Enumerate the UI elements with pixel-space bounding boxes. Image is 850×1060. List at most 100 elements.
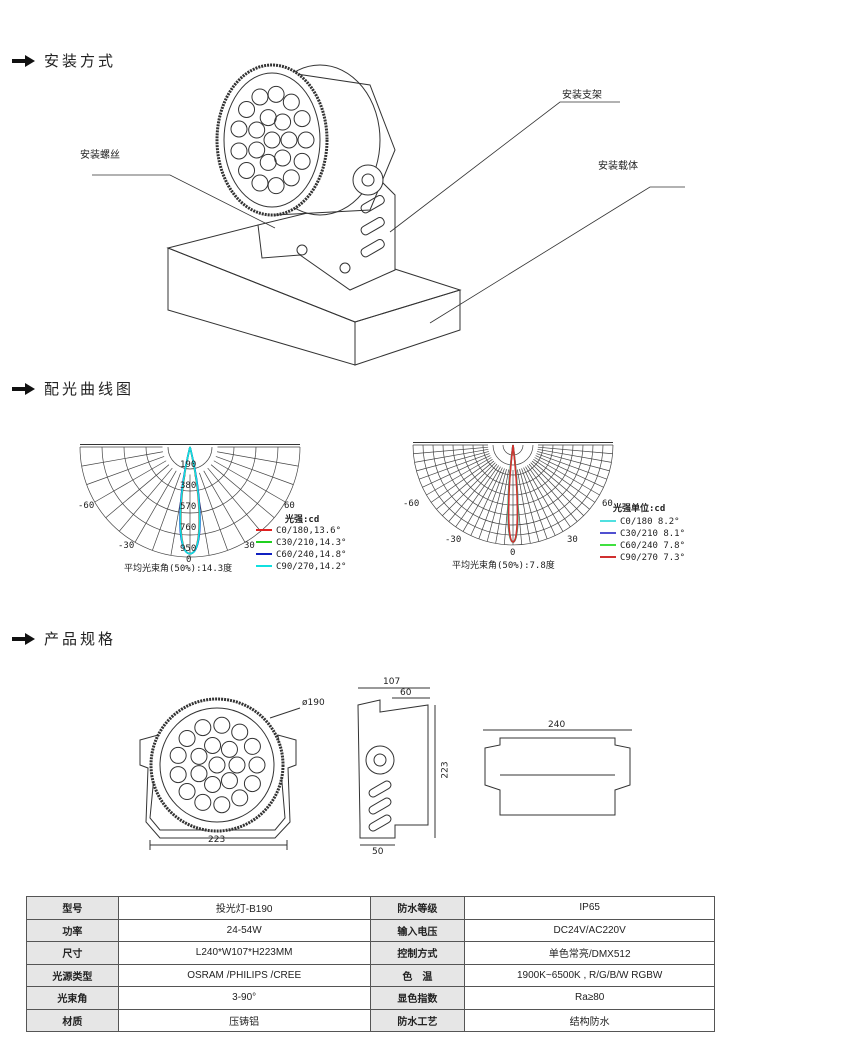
polar-spoke	[470, 467, 503, 536]
legend-label: C90/270 7.3°	[620, 553, 685, 563]
spec-value: Ra≥80	[464, 986, 715, 1010]
angle-label: 60	[284, 501, 295, 511]
polar-spoke	[536, 453, 608, 480]
spec-value: L240*W107*H223MM	[117, 941, 371, 965]
spec-value: 投光灯-B190	[117, 896, 371, 920]
polar-spoke	[105, 464, 170, 518]
beam-curve	[507, 444, 519, 543]
dim-back-width: 240	[548, 720, 566, 730]
arrow-right-icon	[12, 54, 36, 67]
average-beam: 平均光束角(50%):7.8度	[452, 559, 555, 571]
polar-ring	[167, 446, 213, 470]
polar-spoke	[119, 467, 173, 532]
spec-value: 1900K~6500K , R/G/B/W RGBW	[464, 963, 715, 987]
section-light-curve: 配光曲线图	[12, 378, 134, 399]
led-icon	[282, 169, 300, 187]
polar-spoke	[213, 460, 286, 503]
led-icon	[251, 88, 269, 106]
section-install: 安装方式	[12, 50, 116, 71]
spec-label: 尺寸	[26, 941, 119, 965]
unit-label: 光强:cd	[284, 513, 319, 525]
polar-spoke	[535, 455, 604, 488]
led-icon	[190, 765, 208, 783]
polar-spoke	[533, 459, 596, 503]
arrow-right-icon	[12, 382, 36, 395]
led-icon	[267, 85, 285, 103]
legend-label: C90/270,14.2°	[276, 562, 346, 572]
polar-spoke	[486, 469, 507, 542]
polar-spoke	[215, 456, 294, 485]
polar-spoke	[210, 464, 275, 518]
polar-ring	[492, 444, 534, 466]
polar-spoke	[523, 467, 556, 536]
angle-label: 0	[186, 555, 191, 565]
angle-label: -60	[78, 501, 94, 511]
led-icon	[178, 729, 196, 747]
angle-label: 30	[244, 541, 255, 551]
legend-label: C30/210,14.3°	[276, 538, 346, 548]
section-title: 配光曲线图	[44, 380, 135, 398]
dim-side-height: 223	[440, 761, 451, 779]
polar-spoke	[81, 451, 163, 467]
polar-chart-right	[412, 442, 614, 546]
polar-spoke	[422, 455, 491, 488]
spec-value: IP65	[464, 896, 715, 920]
led-icon	[243, 737, 261, 755]
beam-curve	[179, 446, 201, 555]
dim-side-top: 60	[400, 688, 412, 698]
polar-spoke	[416, 451, 489, 472]
led-icon	[204, 775, 222, 793]
spec-value: 压铸铝	[117, 1008, 371, 1032]
unit-label: 光强单位:cd	[612, 502, 665, 514]
arrow-right-icon	[12, 632, 36, 645]
average-beam: 平均光束角(50%):14.3度	[124, 562, 232, 574]
polar-spoke	[418, 453, 490, 480]
led-icon	[238, 162, 256, 180]
led-icon	[259, 153, 277, 171]
label-screw: 安装螺丝	[80, 150, 120, 161]
spec-label: 输入电压	[369, 918, 466, 942]
polar-spoke	[462, 466, 501, 532]
polar-spoke	[442, 462, 496, 516]
led-icon	[230, 120, 248, 138]
angle-label: 30	[567, 535, 578, 545]
led-icon	[231, 723, 249, 741]
legend-label: C0/180 8.2°	[620, 517, 680, 527]
angle-label: 0	[510, 548, 515, 558]
radial-tick: 570	[180, 502, 196, 512]
radial-tick: 190	[180, 460, 196, 470]
polar-spoke	[413, 446, 489, 455]
legend-label: C30/210 8.1°	[620, 529, 685, 539]
led-icon	[248, 756, 266, 774]
section-title: 安装方式	[44, 52, 117, 70]
polar-spoke	[203, 470, 246, 543]
led-icon	[220, 772, 238, 790]
dim-diameter: ø190	[302, 698, 325, 708]
polar-spoke	[530, 462, 584, 516]
polar-spoke	[478, 468, 505, 540]
polar-spoke	[207, 467, 261, 532]
spec-label: 显色指数	[369, 986, 466, 1010]
angle-label: -30	[445, 535, 461, 545]
led-icon	[238, 100, 256, 118]
polar-spoke	[525, 466, 564, 532]
polar-spoke	[448, 463, 498, 522]
dim-side-bottom: 50	[372, 847, 384, 857]
legend-label: C0/180,13.6°	[276, 526, 341, 536]
polar-spoke	[436, 460, 495, 510]
section-spec: 产品规格	[12, 628, 116, 649]
polar-spoke	[531, 460, 590, 510]
dim-side-depth: 107	[383, 677, 401, 687]
angle-label: -30	[118, 541, 134, 551]
led-icon	[169, 746, 187, 764]
led-icon	[178, 783, 196, 801]
led-icon	[293, 110, 311, 128]
spec-label: 光束角	[26, 986, 119, 1010]
led-icon	[194, 793, 212, 811]
led-icon	[280, 131, 298, 149]
radial-tick: 760	[180, 523, 196, 533]
